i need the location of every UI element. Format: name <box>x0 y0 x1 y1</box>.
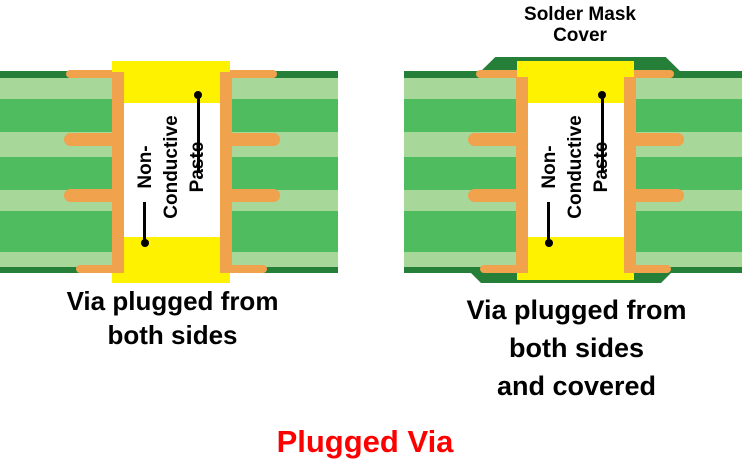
bottom-left-pad <box>76 265 116 273</box>
paste-top-tab <box>112 61 230 72</box>
via-void <box>528 103 624 237</box>
leader-line-bottom <box>547 202 550 241</box>
right-caption-line1: Via plugged from <box>466 295 687 325</box>
right-caption-line2: both sides <box>508 333 644 363</box>
left-diagram-board-left-half <box>0 71 116 273</box>
leader-dot-bottom <box>141 239 149 247</box>
leader-dot-bottom <box>545 239 553 247</box>
inner-copper-layer <box>468 133 530 146</box>
left-caption-line1: Via plugged from <box>66 286 279 316</box>
non-conductive-paste-label: Non- Conductive Paste <box>537 115 615 218</box>
solder-mask-label-line1: Solder Mask <box>524 4 636 25</box>
bottom-right-pad <box>228 265 267 273</box>
paste-top-plug <box>124 72 220 103</box>
top-left-pad <box>66 70 116 78</box>
solder-mask-label-line2: Cover <box>553 25 607 46</box>
inner-copper-layer <box>64 133 126 146</box>
right-diagram-caption: Via plugged from both sides and covered <box>404 291 742 405</box>
inner-copper-layer <box>218 189 280 202</box>
via-void <box>124 103 220 237</box>
inner-copper-layer <box>218 133 280 146</box>
via-barrel-left-wall <box>112 71 124 273</box>
bottom-right-pad <box>632 265 671 273</box>
paste-top-plug <box>528 72 624 103</box>
paste-label-line3: Paste <box>591 141 612 193</box>
leader-line-top <box>197 98 200 171</box>
leader-dot-top <box>598 91 606 99</box>
inner-copper-layer <box>64 189 126 202</box>
paste-bottom-plug <box>124 237 220 273</box>
right-diagram-board-right-half <box>632 71 742 273</box>
left-diagram-board-right-half <box>228 71 338 273</box>
paste-bottom-tab <box>112 273 230 283</box>
right-via-diagram: Non- Conductive Paste <box>404 57 742 283</box>
leader-dot-top <box>194 91 202 99</box>
paste-bottom-tab <box>517 273 634 280</box>
inner-copper-layer <box>622 133 684 146</box>
inner-copper-layer <box>622 189 684 202</box>
bottom-left-pad <box>480 265 520 273</box>
paste-label-line2: Conductive <box>565 115 586 219</box>
leader-line-bottom <box>143 202 146 241</box>
left-via-diagram: Non- Conductive Paste <box>0 0 342 300</box>
figure-title: Plugged Via <box>276 424 454 459</box>
via-barrel-right-wall <box>220 71 232 273</box>
via-barrel-left-wall <box>516 71 528 273</box>
leader-line-top <box>601 98 604 171</box>
solder-mask-label: Solder Mask Cover <box>460 4 700 46</box>
top-left-pad <box>476 70 520 78</box>
via-barrel-right-wall <box>624 71 636 273</box>
paste-bottom-plug <box>528 237 624 273</box>
left-diagram-caption: Via plugged from both sides <box>0 284 345 352</box>
top-right-pad <box>632 70 674 78</box>
right-diagram-board-left-half <box>404 71 520 273</box>
top-right-pad <box>228 70 277 78</box>
right-caption-line3: and covered <box>496 371 657 401</box>
paste-label-line1: Non- <box>539 145 560 189</box>
inner-copper-layer <box>468 189 530 202</box>
left-caption-line2: both sides <box>107 320 238 350</box>
